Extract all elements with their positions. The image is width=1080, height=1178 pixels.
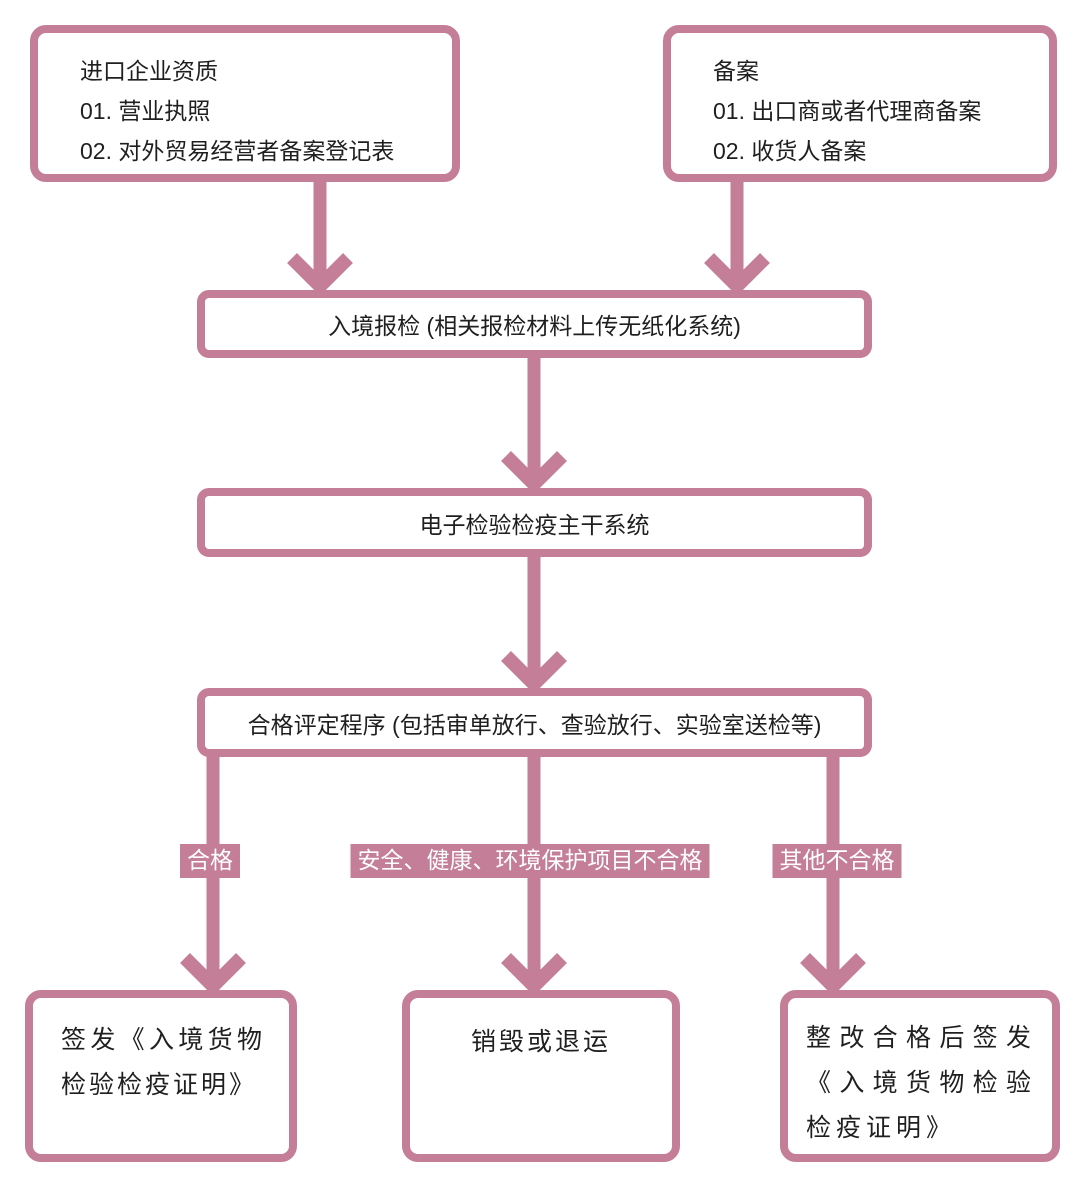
arrow-down-icon bbox=[501, 352, 567, 494]
branch-label-pass: 合格 bbox=[180, 844, 240, 878]
main-system-box: 电子检验检疫主干系统 bbox=[197, 488, 872, 557]
list-item: 02. 收货人备案 bbox=[713, 138, 867, 164]
list-item: 02. 对外贸易经营者备案登记表 bbox=[80, 138, 395, 164]
arrow-down-icon bbox=[704, 176, 770, 296]
outcome-rectify-box: 整改合格后签发《入境货物检验检疫证明》 bbox=[780, 990, 1060, 1162]
branch-label-other-fail: 其他不合格 bbox=[772, 844, 902, 878]
box-label: 合格评定程序 (包括审单放行、查验放行、实验室送检等) bbox=[247, 711, 822, 738]
box-title: 备案 bbox=[713, 58, 759, 84]
importer-qualifications-box: 进口企业资质 01. 营业执照 02. 对外贸易经营者备案登记表 bbox=[30, 25, 460, 182]
list-item: 01. 出口商或者代理商备案 bbox=[713, 98, 982, 124]
box-title: 进口企业资质 bbox=[80, 58, 218, 84]
list-item: 01. 营业执照 bbox=[80, 98, 211, 124]
entry-declaration-box: 入境报检 (相关报检材料上传无纸化系统) bbox=[197, 290, 872, 358]
arrow-down-icon bbox=[287, 176, 353, 296]
box-label: 电子检验检疫主干系统 bbox=[419, 511, 650, 538]
branch-label-safety-fail: 安全、健康、环境保护项目不合格 bbox=[350, 844, 710, 878]
outcome-certificate-box: 签发《入境货物检验检疫证明》 bbox=[25, 990, 297, 1162]
conformity-assessment-box: 合格评定程序 (包括审单放行、查验放行、实验室送检等) bbox=[197, 688, 872, 757]
filing-box: 备案 01. 出口商或者代理商备案 02. 收货人备案 bbox=[663, 25, 1057, 182]
arrow-down-icon bbox=[501, 552, 567, 694]
box-label: 入境报检 (相关报检材料上传无纸化系统) bbox=[328, 313, 741, 339]
outcome-destroy-box: 销毁或退运 bbox=[402, 990, 680, 1162]
